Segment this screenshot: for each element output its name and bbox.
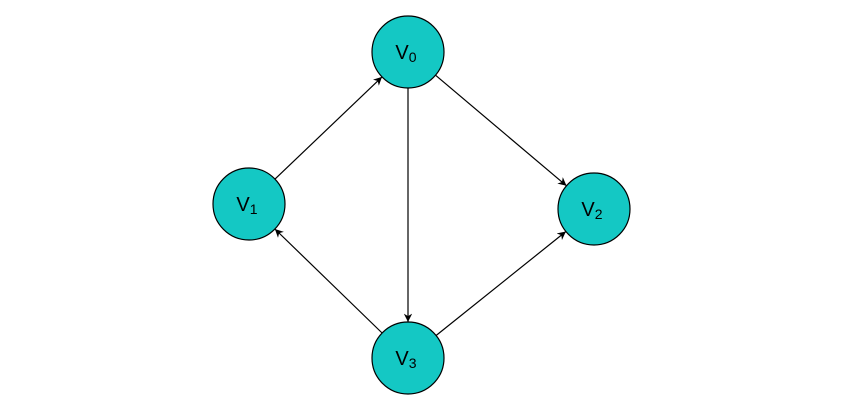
node-subscript: 2	[595, 206, 603, 222]
node-label-v3: V3	[395, 348, 416, 371]
node-letter: V	[581, 199, 595, 221]
node-circle-v0	[371, 15, 445, 89]
node-subscript: 0	[409, 49, 417, 65]
node-v3: V3	[371, 321, 445, 395]
node-circle-v1	[212, 167, 286, 241]
node-v1: V1	[212, 167, 286, 241]
node-label-v0: V0	[395, 42, 416, 65]
node-label-v2: V2	[581, 199, 602, 222]
node-letter: V	[236, 194, 250, 216]
node-label-v1: V1	[236, 194, 257, 217]
node-subscript: 1	[250, 201, 258, 217]
node-circle-v2	[557, 172, 631, 246]
node-subscript: 3	[409, 355, 417, 371]
node-letter: V	[395, 348, 409, 370]
node-letter: V	[395, 42, 409, 64]
node-v2: V2	[557, 172, 631, 246]
node-v0: V0	[371, 15, 445, 89]
node-circle-v3	[371, 321, 445, 395]
edge-v3-to-v1	[274, 228, 383, 334]
edge-v0-to-v2	[435, 74, 567, 187]
edge-v3-to-v2	[435, 231, 567, 336]
edges	[274, 74, 567, 336]
edge-v1-to-v0	[274, 76, 383, 180]
